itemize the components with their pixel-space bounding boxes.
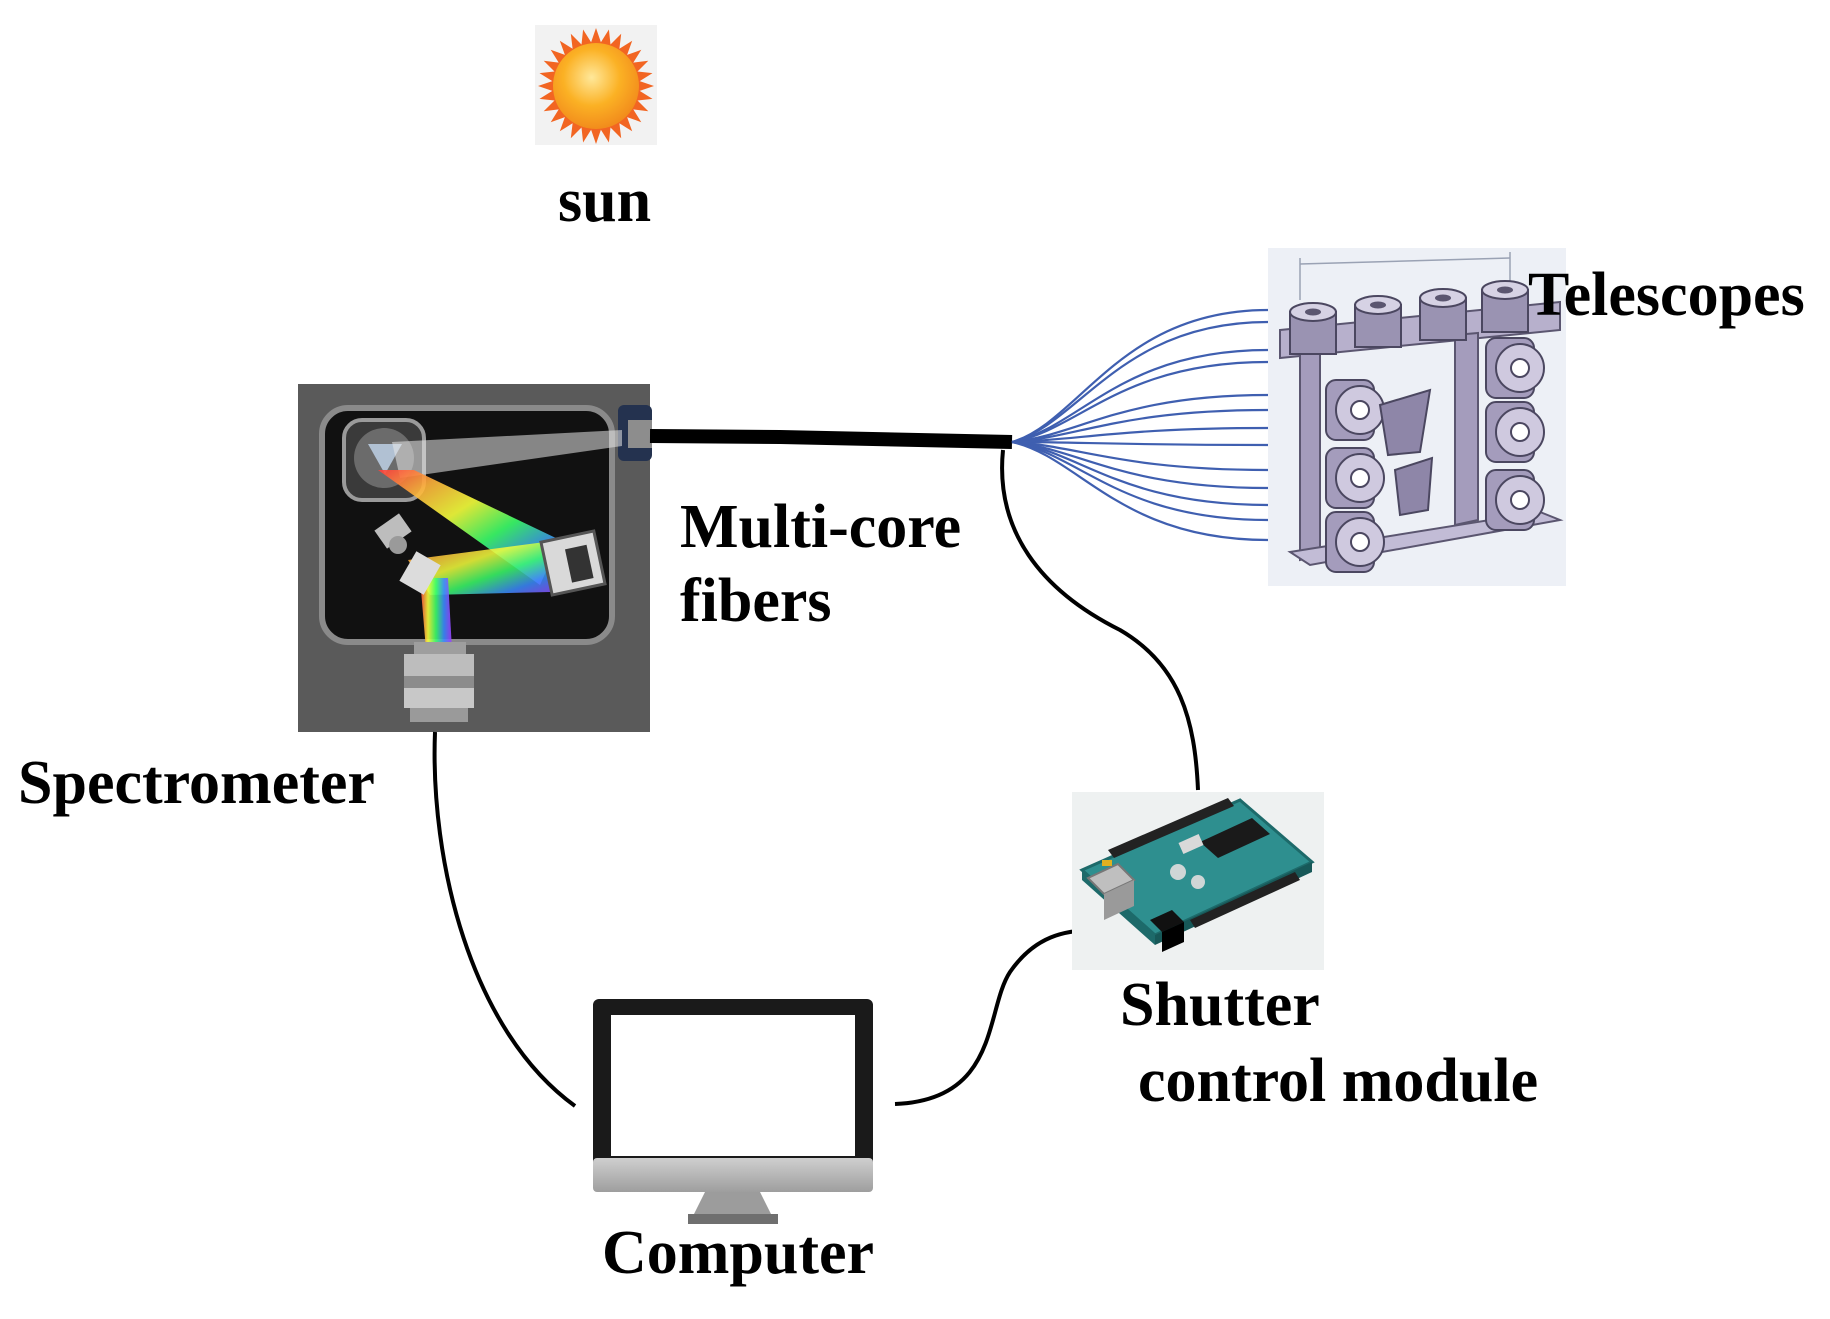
fiber-strand <box>1011 440 1269 447</box>
fiber-strand <box>1011 440 1269 542</box>
shutter-label-line1: Shutter <box>1120 971 1320 1039</box>
shutter-label-line2: control module <box>1138 1047 1539 1115</box>
telescope-aperture <box>1370 301 1386 309</box>
fiber-strand <box>1011 440 1269 472</box>
fiber-strand <box>1011 440 1269 522</box>
fiber-strand <box>1011 440 1269 507</box>
monitor-icon <box>593 999 873 1224</box>
spectrometer-computer-cable <box>432 731 577 1108</box>
telescopes-label: Telescopes <box>1528 261 1805 329</box>
telescope-aperture <box>1497 286 1513 294</box>
spectrometer-label: Spectrometer <box>18 749 375 817</box>
telescope-array-icon <box>1268 248 1566 586</box>
telescope-aperture <box>1435 294 1451 302</box>
fiber-strands <box>1011 308 1269 542</box>
fiber-strand <box>1011 408 1269 444</box>
sun-label: sun <box>558 167 652 235</box>
telescope-lens-center <box>1350 532 1370 552</box>
fiber-strand <box>1011 308 1269 444</box>
telescope-lens-center <box>1350 468 1370 488</box>
cables <box>432 429 1200 1108</box>
sun-icon <box>535 25 657 145</box>
telescope-lens-center <box>1350 400 1370 420</box>
fiber-strand <box>1011 360 1269 444</box>
fiber-strand <box>1011 440 1269 490</box>
fiber-strand <box>1011 320 1269 444</box>
computer-shutter-cable <box>894 928 1096 1106</box>
telescope-lens-center <box>1510 490 1530 510</box>
multi-core-fiber-cable <box>649 429 1013 449</box>
fiber-strand <box>1011 348 1269 444</box>
fiber-strand <box>1011 426 1269 444</box>
multi-core-fibers-label-line1: Multi-core <box>680 493 962 561</box>
computer-label: Computer <box>602 1219 875 1287</box>
arduino-board-icon <box>1072 792 1324 970</box>
shutter-cable <box>1000 449 1200 791</box>
telescope-aperture <box>1305 308 1321 316</box>
spectrometer-icon <box>298 384 652 732</box>
telescope-lens-center <box>1510 358 1530 378</box>
telescope-lens-center <box>1510 422 1530 442</box>
multi-core-fibers-label-line2: fibers <box>680 567 832 635</box>
